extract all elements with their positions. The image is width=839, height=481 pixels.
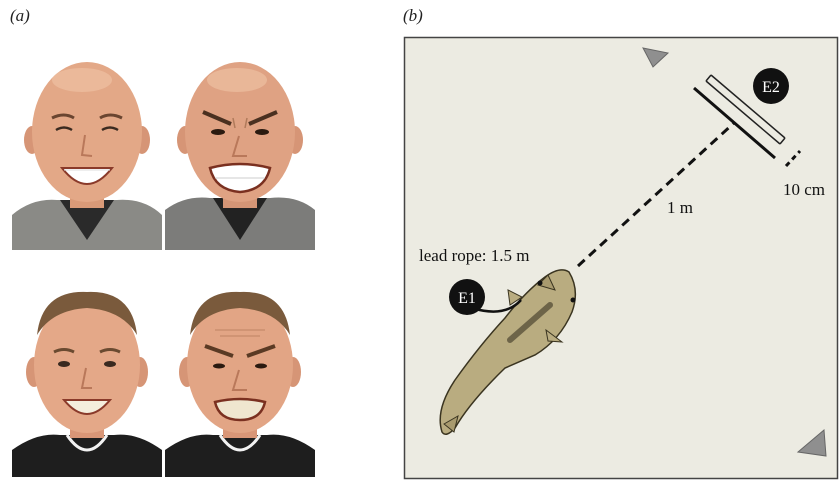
gap-label: 10 cm: [783, 180, 825, 199]
experimenter-1: E1: [449, 279, 485, 315]
distance-label: 1 m: [667, 198, 693, 217]
experimenter-2: E2: [753, 68, 789, 104]
experimenter-1-label: E1: [458, 290, 476, 307]
lead-rope-label: lead rope: 1.5 m: [419, 246, 529, 265]
experimenter-2-label: E2: [762, 79, 780, 96]
